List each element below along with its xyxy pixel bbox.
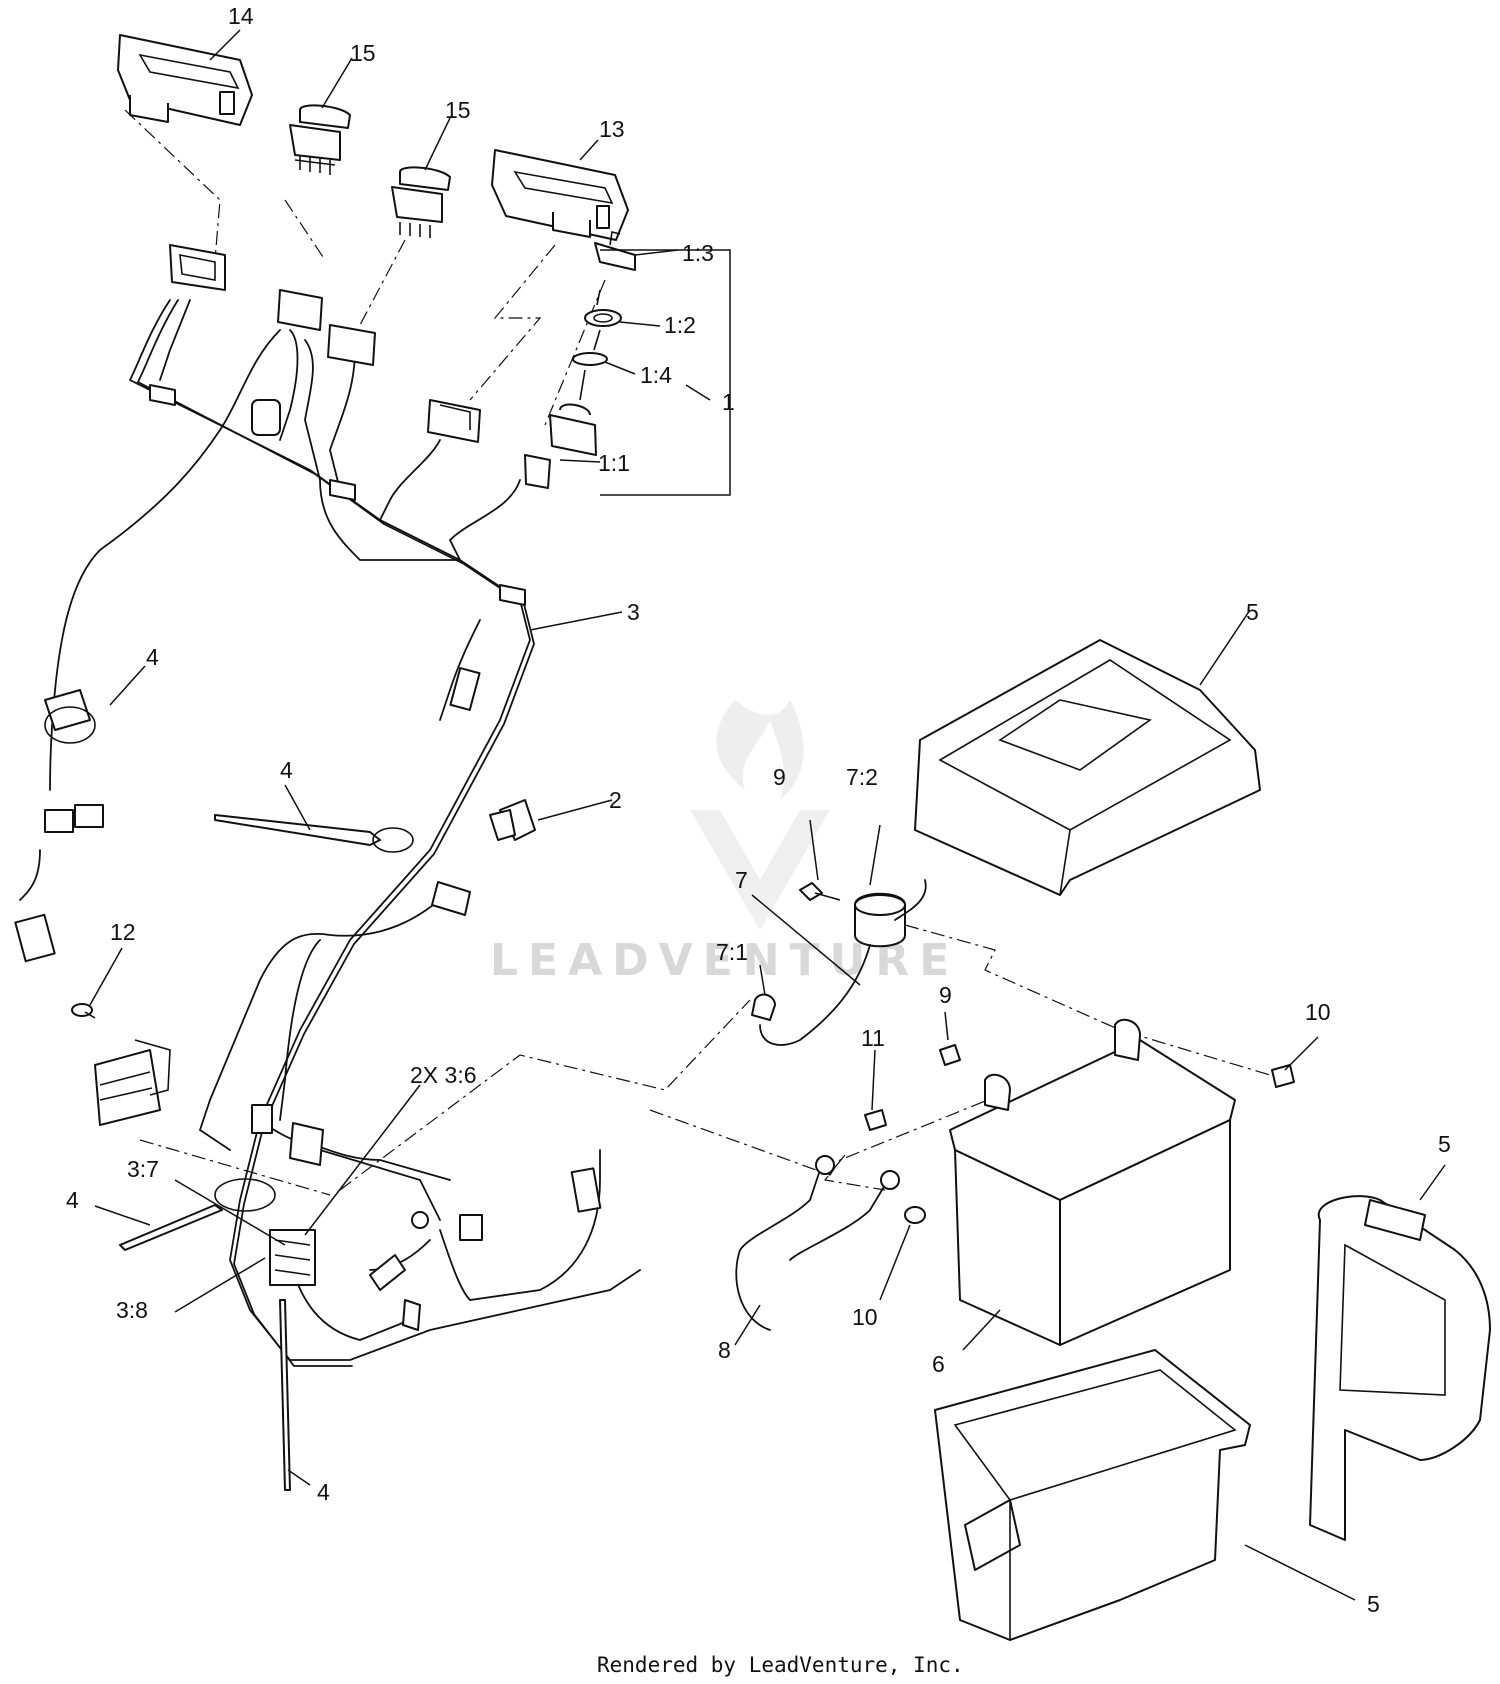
watermark-logo: [690, 700, 830, 930]
callout-5-c: 5: [1367, 1591, 1380, 1617]
callout-3-7: 3:7: [127, 1156, 159, 1182]
part-8-battery-cable: [735, 1155, 900, 1331]
callout-7-2: 7:2: [846, 764, 878, 790]
callout-4-d: 4: [317, 1479, 330, 1505]
callout-12: 12: [110, 919, 136, 945]
callout-labels: 14 15 15 13 1:3 1:2 1:4 1 1:1 3 4 4 2 5 …: [66, 3, 1451, 1617]
part-14-switch-plate: [117, 34, 253, 126]
assembly-dashed-lines: [124, 109, 1271, 1196]
part-9-bolt-upper: [799, 882, 841, 901]
callout-9-a: 9: [773, 764, 786, 790]
callout-7: 7: [735, 867, 748, 893]
callout-4-c: 4: [66, 1187, 79, 1213]
battery-hardware: [864, 1044, 1295, 1224]
callout-3-8: 3:8: [116, 1297, 148, 1323]
part-2-connector-cap: [489, 799, 536, 841]
callout-8: 8: [718, 1337, 731, 1363]
footer-credit: Rendered by LeadVenture, Inc.: [597, 1653, 964, 1677]
callout-4-b: 4: [280, 757, 293, 783]
callout-6: 6: [932, 1351, 945, 1377]
harness-connectors: [14, 244, 602, 1331]
part-5-battery-cover: [914, 639, 1261, 896]
part-15-switch-b: [391, 166, 451, 238]
part-6-battery: [949, 1018, 1236, 1346]
callout-10-a: 10: [1305, 999, 1331, 1025]
callout-5-b: 5: [1438, 1131, 1451, 1157]
callout-leaders: [89, 29, 1446, 1601]
callout-1: 1: [722, 389, 735, 415]
callout-2x-3-6: 2X 3:6: [410, 1062, 477, 1088]
callout-1-1: 1:1: [598, 450, 630, 476]
callout-4-a: 4: [146, 644, 159, 670]
part-15-switch-a: [289, 104, 351, 175]
part-5-battery-strap: [1309, 1195, 1491, 1541]
callout-15-a: 15: [350, 40, 376, 66]
callout-11: 11: [861, 1025, 885, 1051]
callout-14: 14: [228, 3, 254, 29]
callout-13: 13: [599, 116, 625, 142]
callout-3: 3: [627, 599, 640, 625]
callout-9-b: 9: [939, 982, 952, 1008]
callout-7-1: 7:1: [716, 939, 748, 965]
callout-1-3: 1:3: [682, 240, 714, 266]
callout-2: 2: [609, 787, 622, 813]
callout-15-b: 15: [445, 97, 471, 123]
callout-10-b: 10: [852, 1304, 878, 1330]
callout-1-4: 1:4: [640, 362, 672, 388]
part-7-battery-cable: [751, 879, 927, 1046]
cable-ties: [44, 706, 414, 1491]
part-13-switch-plate: [491, 149, 629, 241]
callout-5-a: 5: [1246, 599, 1259, 625]
part-12-screw: [71, 1003, 96, 1019]
bracket-part-1: [600, 249, 731, 496]
relay-module: [94, 1039, 171, 1126]
callout-1-2: 1:2: [664, 312, 696, 338]
part-5-battery-tray: [934, 1349, 1251, 1641]
